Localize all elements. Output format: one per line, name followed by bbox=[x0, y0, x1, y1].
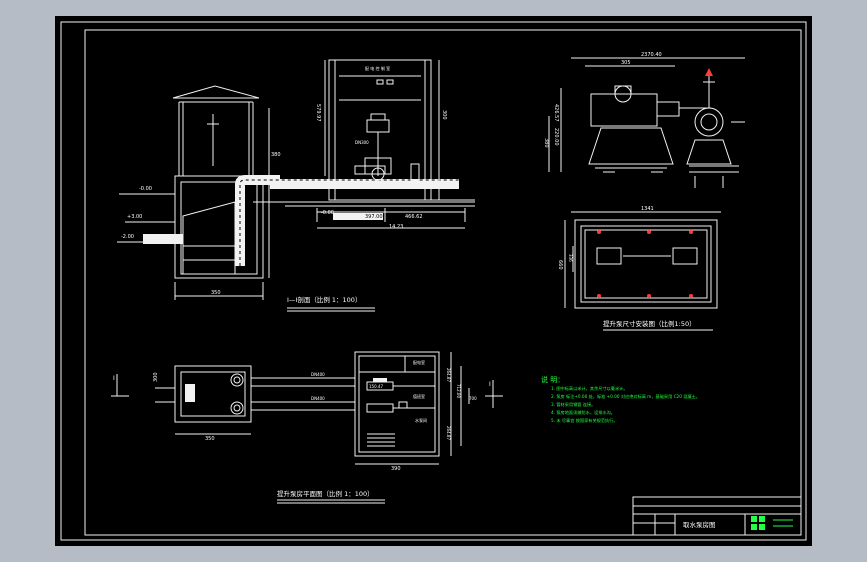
plan-view[interactable]: I I 300 350 bbox=[111, 351, 503, 504]
base-left-dim: 660 bbox=[557, 260, 563, 270]
base-left2-dim: 336 bbox=[568, 254, 573, 262]
note-2: 2. 泵房 标注+0.00 处，标准 +0.00 对应绝对标高 m，基础采用 C… bbox=[551, 393, 700, 400]
pump-left-c-dim: 380 bbox=[543, 138, 549, 148]
plan-right-b-dim: 264.87 bbox=[446, 426, 451, 440]
seg2-dim: 466.62 bbox=[405, 214, 423, 220]
base-top-dim: 1341 bbox=[641, 206, 654, 212]
plan-title: 提升泵房平面图（比例 1：100） bbox=[277, 489, 374, 498]
motor bbox=[366, 119, 390, 133]
svg-text:I: I bbox=[113, 375, 115, 382]
inner-border bbox=[84, 29, 802, 536]
plan-left-a-dim: 300 bbox=[153, 372, 159, 382]
plan-right-c-dim: 712.00 bbox=[456, 384, 461, 398]
pump-top-dim: 2370.40 bbox=[641, 52, 662, 58]
plan-left-b-dim: 350 bbox=[205, 436, 215, 442]
plan-wet-well bbox=[174, 365, 252, 423]
pump-motor bbox=[590, 93, 658, 127]
room-title: 配 电 控 制 室 bbox=[365, 65, 390, 71]
pump-left-a-dim: 426.57 bbox=[553, 104, 559, 122]
svg-text:DN300: DN300 bbox=[355, 140, 369, 145]
floor-level: -0.00 bbox=[321, 210, 334, 216]
room-label-2: 值班室 bbox=[413, 393, 425, 399]
room-label-1: 配电室 bbox=[413, 359, 425, 365]
upper-left-dim: 579.97 bbox=[315, 104, 321, 122]
wet-well bbox=[174, 175, 264, 279]
outer-border bbox=[60, 21, 807, 541]
plan-box-dim: 150.47 bbox=[369, 384, 383, 389]
pipe-label-1: DN400 bbox=[311, 372, 325, 377]
plan-pump-room bbox=[354, 351, 440, 457]
pump-house-roof bbox=[172, 85, 260, 99]
section-view[interactable]: -0.00 +3.00 -2.00 350 380 bbox=[117, 59, 475, 312]
notes-block[interactable]: 说 明： 1. 图中标高以米计，其余尺寸以毫米计。 2. 泵房 标注+0.00 … bbox=[541, 375, 700, 424]
pump-left-b-dim: 220.00 bbox=[553, 128, 559, 146]
plan-room-w-dim: 390 bbox=[391, 466, 401, 472]
inlet-pipe bbox=[143, 234, 183, 244]
note-5: 5. 未 尽事宜 按国家有关规范执行。 bbox=[551, 417, 618, 424]
note-1: 1. 图中标高以米计，其余尺寸以毫米计。 bbox=[551, 385, 628, 392]
drawing-sheet[interactable]: -0.00 +3.00 -2.00 350 380 bbox=[55, 16, 812, 546]
water-level-1: +3.00 bbox=[127, 214, 142, 220]
svg-text:I: I bbox=[489, 381, 491, 388]
delivery-pipe bbox=[235, 175, 459, 266]
title-block[interactable]: 取水泵房图 bbox=[632, 496, 802, 536]
section-title: Ⅰ—Ⅰ剖面（比例 1：100） bbox=[287, 295, 361, 304]
well-height-dim: 380 bbox=[271, 152, 281, 158]
total-dim: 14.23 bbox=[389, 224, 403, 230]
plan-right-a-dim: 264.87 bbox=[446, 368, 451, 382]
note-4: 4. 泵房地面须做防水，设排水沟。 bbox=[551, 409, 615, 416]
base-outer bbox=[574, 219, 718, 309]
pump-volute bbox=[694, 107, 724, 137]
pump-room bbox=[328, 59, 432, 201]
seg1-dim: 397.00 bbox=[365, 214, 383, 220]
water-level-2: -2.00 bbox=[121, 234, 134, 240]
room-label-3: 水泵间 bbox=[415, 417, 427, 423]
pump-top2-dim: 305 bbox=[621, 60, 631, 66]
ground-level: -0.00 bbox=[139, 186, 152, 192]
pump-base-plan[interactable]: 1341 660 336 提升泵尺寸安装图（比例1:50） bbox=[557, 206, 721, 331]
title-block-text: 取水泵房图 bbox=[683, 520, 716, 529]
room-height-dim: 300 bbox=[441, 110, 447, 120]
pipe-label-2: DN400 bbox=[311, 396, 325, 401]
pump-elevation[interactable]: 2370.40 305 bbox=[543, 52, 745, 188]
pump-size-title: 提升泵尺寸安装图（比例1:50） bbox=[603, 319, 696, 328]
notes-heading: 说 明： bbox=[541, 375, 564, 384]
drawing-svg: -0.00 +3.00 -2.00 350 380 bbox=[60, 21, 807, 541]
svg-text:700: 700 bbox=[469, 396, 477, 401]
note-3: 3. 管材采用钢管 连接。 bbox=[551, 401, 595, 408]
well-width-dim: 350 bbox=[211, 290, 221, 296]
